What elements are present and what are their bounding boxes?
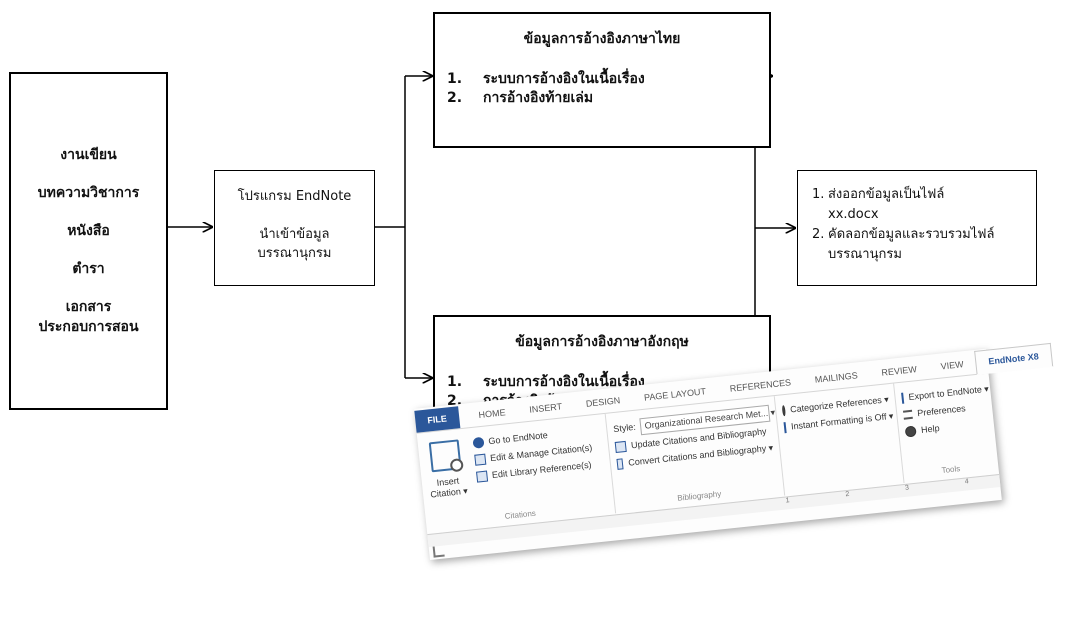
program-description: นำเข้าข้อมูล บรรณานุกรม [257,227,332,261]
categorize-icon [781,405,786,417]
list-item: 1. ระบบการอ้างอิงในเนื้อเรื่อง [435,70,769,89]
source-item: เอกสาร ประกอบการสอน [38,299,139,335]
endnote-program-box: โปรแกรม EndNote นำเข้าข้อมูล บรรณานุกรม [214,170,375,286]
update-icon [614,440,627,453]
source-item: หนังสือ [67,223,110,239]
preferences-icon [902,409,913,420]
ruler-number: 1 [785,497,791,505]
help-label: Help [920,423,941,435]
list-item: 2.คัดลอกข้อมูลและรวบรวมไฟล์ บรรณานุกรม [812,225,1036,265]
thai-references-title: ข้อมูลการอ้างอิงภาษาไทย [523,31,681,47]
formatting-group: Categorize References ▾ Instant Formatti… [774,383,905,496]
list-text: คัดลอกข้อมูลและรวบรวมไฟล์ บรรณานุกรม [828,227,995,262]
list-number: 1. [447,71,463,87]
list-item: 1. ระบบการอ้างอิงในเนื้อเรื่อง [435,373,769,392]
thai-references-box: ข้อมูลการอ้างอิงภาษาไทย 1. ระบบการอ้างอิง… [433,12,771,148]
list-number: 1. [447,374,463,390]
ruler-number: 4 [964,478,970,486]
citations-group: Insert Citation ▾ Go to EndNote Edit & M… [416,413,617,534]
citations-commands: Go to EndNote Edit & Manage Citation(s) … [471,422,595,487]
list-item: 1.ส่งออกข้อมูลเป็นไฟล์ xx.docx [812,185,1036,225]
list-text: ระบบการอ้างอิงในเนื้อเรื่อง [483,374,645,390]
source-item: บทความวิชาการ [37,185,140,201]
export-box: 1.ส่งออกข้อมูลเป็นไฟล์ xx.docx 2.คัดลอกข… [797,170,1037,286]
edit-citation-icon [473,453,486,466]
tools-group: Export to EndNote ▾ Preferences Help Too… [894,374,999,483]
tab-stop-icon [432,545,445,558]
insert-citation-button[interactable]: Insert Citation ▾ [423,435,469,501]
edit-reference-icon [475,470,488,483]
program-title: โปรแกรม EndNote [237,189,352,204]
english-references-title: ข้อมูลการอ้างอิงภาษาอังกฤษ [515,334,689,350]
source-item: ตำรา [72,261,105,277]
list-text: ส่งออกข้อมูลเป็นไฟล์ xx.docx [828,187,945,222]
thai-references-list: 1. ระบบการอ้างอิงในเนื้อเรื่อง 2. การอ้างอ… [435,70,769,108]
list-number: 1. [812,187,825,202]
insert-citation-label: Insert Citation ▾ [429,475,469,500]
list-item: 2. การอ้างอิงท้ายเล่ม [435,89,769,108]
style-label: Style: [612,421,637,435]
source-documents-box: งานเขียน บทความวิชาการ หนังสือ ตำรา เอกส… [9,72,168,410]
instant-formatting-icon [783,422,787,434]
tab-file[interactable]: FILE [414,406,460,433]
endnote-logo-icon [471,436,485,449]
list-text: การอ้างอิงท้ายเล่ม [483,90,594,106]
list-number: 2. [447,90,463,106]
export-icon [901,392,905,404]
ruler-number: 2 [845,490,850,499]
help-icon [904,425,917,438]
convert-icon [616,458,624,470]
list-number: 2. [812,227,825,242]
list-text: ระบบการอ้างอิงในเนื้อเรื่อง [483,71,645,87]
source-item: งานเขียน [60,147,117,163]
insert-citation-icon [428,439,462,473]
ruler-number: 3 [904,484,910,492]
bibliography-group: Style:Organizational Research Met... ▾ U… [605,396,786,514]
